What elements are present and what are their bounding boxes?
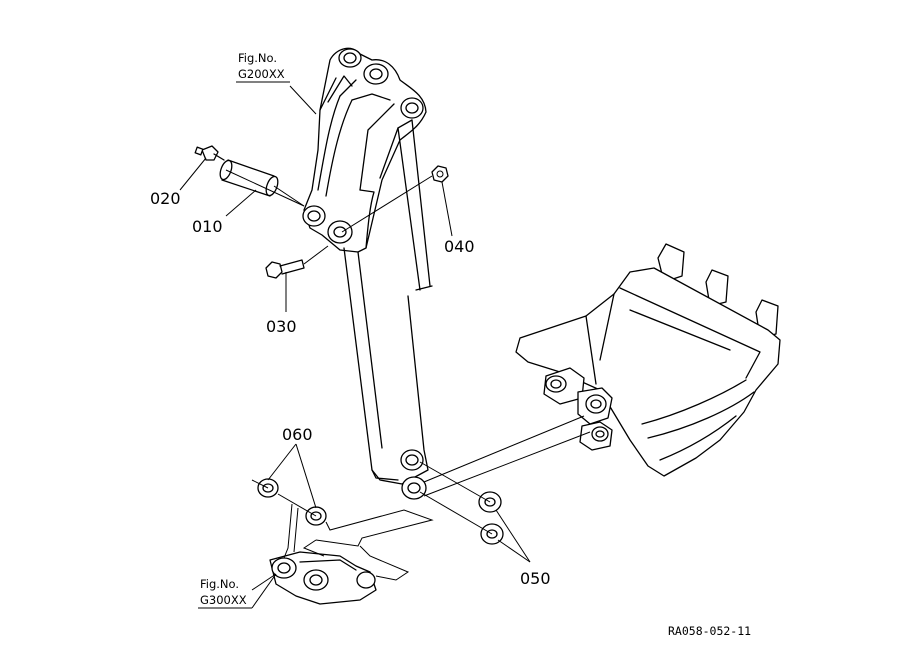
- assembly-lines: [225, 169, 591, 581]
- bolt-030: [265, 245, 329, 279]
- part-label-040: 040: [444, 237, 475, 256]
- grease-fitting-020: [194, 145, 225, 161]
- link-drawing: [269, 551, 377, 605]
- figure-ref-top: Fig.No.: [200, 577, 239, 591]
- boom-arm-drawing: [302, 47, 433, 500]
- figure-ref-top: Fig.No.: [238, 51, 277, 65]
- part-label-030: 030: [266, 317, 297, 336]
- part-label-010: 010: [192, 217, 223, 236]
- part-label-050: 050: [520, 569, 551, 588]
- drawing-code: RA058-052-11: [668, 624, 751, 638]
- figure-ref-bottom: G300XX: [200, 593, 247, 607]
- figure-ref-g200xx: Fig.No. G200XX: [236, 51, 290, 83]
- washers-050: [478, 491, 504, 545]
- part-label-060: 060: [282, 425, 313, 444]
- bucket-drawing: [515, 243, 781, 477]
- figure-ref-bottom: G200XX: [238, 67, 285, 81]
- leader-lines: [179, 85, 531, 591]
- figure-ref-g300xx: Fig.No. G300XX: [198, 573, 277, 609]
- nut-040: [341, 165, 449, 233]
- part-label-020: 020: [150, 189, 181, 208]
- pin-010: [219, 159, 305, 207]
